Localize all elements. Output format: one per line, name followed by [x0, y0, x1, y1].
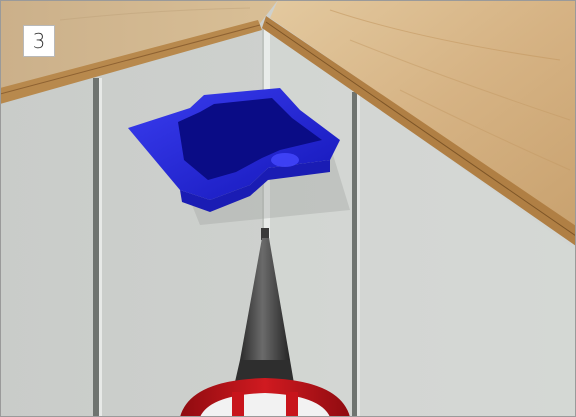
panel-seam-right-highlight	[357, 92, 360, 417]
panel-seam-right	[352, 92, 357, 417]
step-number-badge: 3	[23, 25, 55, 57]
panel-seam-left	[93, 78, 99, 417]
panel-seam-left-highlight	[99, 78, 102, 417]
